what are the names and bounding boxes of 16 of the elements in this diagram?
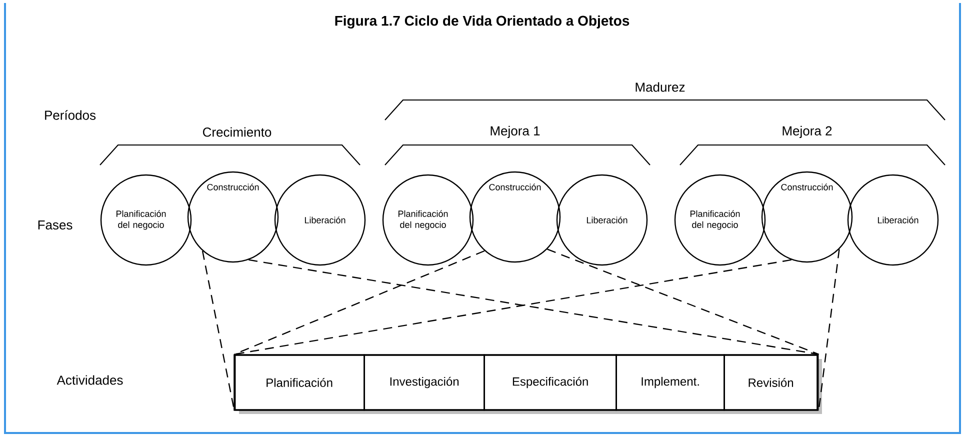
activity-cell: Especificación [484, 354, 617, 411]
label: Mejora 1 [490, 126, 540, 138]
label: Actividades [56, 375, 123, 385]
label: Mejora 2 [782, 126, 832, 138]
dashed-line [234, 250, 485, 355]
label: Períodos [45, 110, 96, 120]
activity-strip [234, 354, 822, 414]
activity-cell: Revisión [724, 354, 818, 411]
dashed-line [547, 248, 819, 355]
activity-cell: Planificación [234, 354, 365, 411]
title: Figura 1.7 Ciclo de Vida Orientado a Objetos [335, 15, 630, 29]
activity-cell: Implement. [616, 354, 725, 411]
label: Fases [38, 220, 72, 230]
label: Madurez [636, 82, 685, 92]
activity-cell: Investigación [364, 354, 485, 411]
label: Crecimiento [203, 127, 272, 137]
